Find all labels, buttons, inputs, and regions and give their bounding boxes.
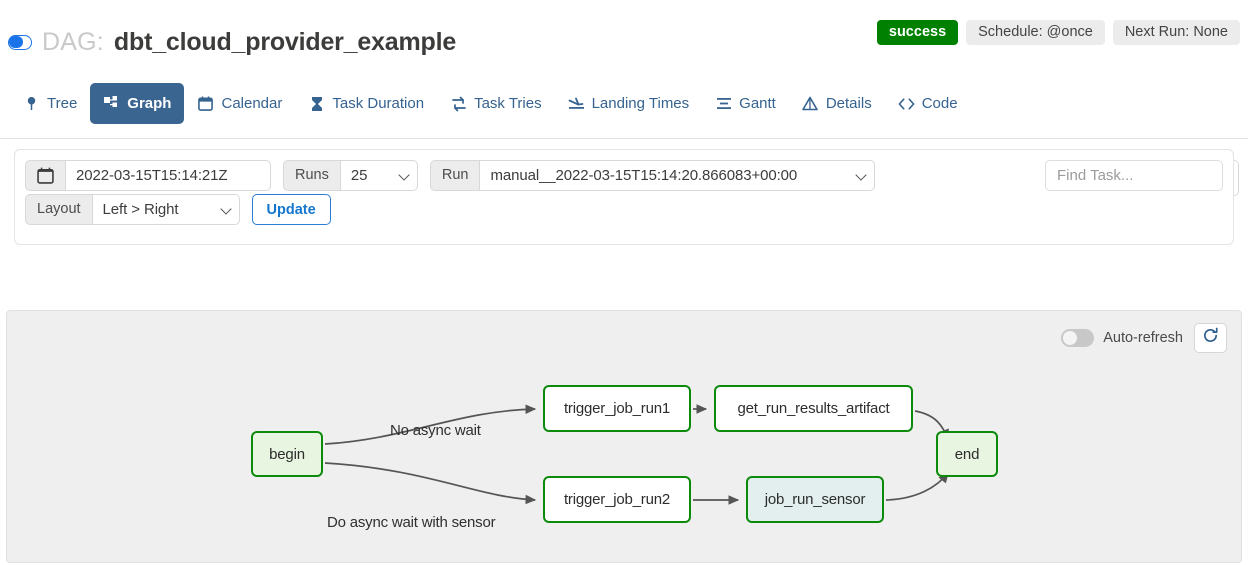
node-label: begin xyxy=(269,445,305,463)
tab-label: Task Duration xyxy=(332,95,425,112)
tab-details[interactable]: Details xyxy=(789,83,885,124)
tree-icon xyxy=(23,95,40,112)
graph-node-end[interactable]: end xyxy=(936,431,998,477)
tab-calendar[interactable]: Calendar xyxy=(184,83,295,124)
graph-node-trigger-job-run1[interactable]: trigger_job_run1 xyxy=(543,385,691,432)
auto-refresh-toggle[interactable] xyxy=(1061,329,1095,347)
graph-node-job-run-sensor[interactable]: job_run_sensor xyxy=(746,476,884,523)
runs-group: Runs 25 xyxy=(283,160,418,191)
refresh-button[interactable] xyxy=(1194,323,1227,353)
code-icon xyxy=(898,95,915,112)
run-group: Run manual__2022-03-15T15:14:20.866083+0… xyxy=(429,160,876,191)
gantt-icon xyxy=(715,95,732,112)
edge-sensor-to-end xyxy=(885,472,949,501)
base-date-group: 2022-03-15T15:14:21Z xyxy=(25,160,271,191)
node-label: trigger_job_run1 xyxy=(563,400,671,417)
hourglass-icon xyxy=(308,95,325,112)
tab-label: Task Tries xyxy=(474,95,542,112)
update-button[interactable]: Update xyxy=(251,194,331,225)
calendar-icon xyxy=(197,95,214,112)
schedule-badge[interactable]: Schedule: @once xyxy=(966,20,1105,45)
tab-label: Graph xyxy=(127,95,172,112)
tab-label: Tree xyxy=(47,95,78,112)
dag-graph-panel: Auto-refresh xyxy=(6,310,1242,563)
edge-begin-to-trigger1 xyxy=(324,404,537,445)
auto-refresh-control: Auto-refresh xyxy=(1061,323,1227,353)
node-label: trigger_job_run2 xyxy=(563,491,671,508)
tab-label: Calendar xyxy=(221,95,283,112)
tab-label: Landing Times xyxy=(591,95,690,112)
node-label: end xyxy=(954,445,980,463)
tab-label: Gantt xyxy=(739,95,776,112)
graph-node-get-run-results-artifact[interactable]: get_run_results_artifact xyxy=(714,385,913,432)
auto-refresh-label: Auto-refresh xyxy=(1103,330,1183,346)
tab-tree[interactable]: Tree xyxy=(10,83,90,124)
dag-title: DAG: dbt_cloud_provider_example xyxy=(8,28,456,57)
page-header: DAG: dbt_cloud_provider_example success … xyxy=(0,0,1248,72)
graph-canvas[interactable]: begin trigger_job_run1 get_run_results_a… xyxy=(7,311,1243,564)
triangle-icon xyxy=(802,95,819,112)
graph-legend: DbtCloudGetJobRunArtifactOperator DbtClo… xyxy=(0,258,1248,555)
base-date-input[interactable]: 2022-03-15T15:14:21Z xyxy=(65,160,271,191)
tab-task-duration[interactable]: Task Duration xyxy=(295,83,437,124)
edge-label-no-async-wait: No async wait xyxy=(390,422,481,439)
refresh-icon xyxy=(1202,327,1219,349)
dag-run-select[interactable]: manual__2022-03-15T15:14:20.866083+00:00 xyxy=(479,160,876,191)
graph-node-trigger-job-run2[interactable]: trigger_job_run2 xyxy=(543,476,691,523)
dag-view-tabs: Tree Graph Calendar Task Duration xyxy=(0,72,1248,196)
layout-group: Layout Left > Right xyxy=(25,194,240,225)
next-run-badge[interactable]: Next Run: None xyxy=(1112,20,1240,45)
runs-label: Runs xyxy=(283,160,340,191)
node-label: get_run_results_artifact xyxy=(737,400,890,417)
landing-icon xyxy=(568,95,585,112)
tab-code[interactable]: Code xyxy=(885,83,971,124)
dag-pause-toggle[interactable] xyxy=(8,35,32,50)
run-label: Run xyxy=(429,160,480,191)
num-runs-select[interactable]: 25 xyxy=(339,160,418,191)
dag-label: DAG: xyxy=(42,28,104,56)
layout-select[interactable]: Left > Right xyxy=(91,194,240,225)
graph-node-begin[interactable]: begin xyxy=(251,431,323,477)
tab-label: Code xyxy=(921,95,958,112)
dag-run-filter-bar: 2022-03-15T15:14:21Z Runs 25 Run manual_… xyxy=(14,149,1234,245)
calendar-icon[interactable] xyxy=(25,160,65,191)
graph-edges xyxy=(324,404,949,505)
dag-name: dbt_cloud_provider_example xyxy=(113,28,457,56)
edge-label-do-async-wait: Do async wait with sensor xyxy=(327,514,496,531)
dag-status-badges: success Schedule: @once Next Run: None xyxy=(876,20,1240,45)
edge-begin-to-trigger2 xyxy=(324,462,537,505)
tab-graph[interactable]: Graph xyxy=(90,83,185,124)
node-label: job_run_sensor xyxy=(764,491,866,508)
find-task-input[interactable]: Find Task... xyxy=(1045,160,1223,191)
status-badge: success xyxy=(876,20,959,45)
tab-gantt[interactable]: Gantt xyxy=(702,83,789,124)
tab-label: Details xyxy=(825,95,872,112)
tab-landing-times[interactable]: Landing Times xyxy=(555,83,703,124)
layout-label: Layout xyxy=(25,194,92,225)
retry-icon xyxy=(450,95,467,112)
tab-task-tries[interactable]: Task Tries xyxy=(437,83,555,124)
graph-icon xyxy=(103,95,120,112)
